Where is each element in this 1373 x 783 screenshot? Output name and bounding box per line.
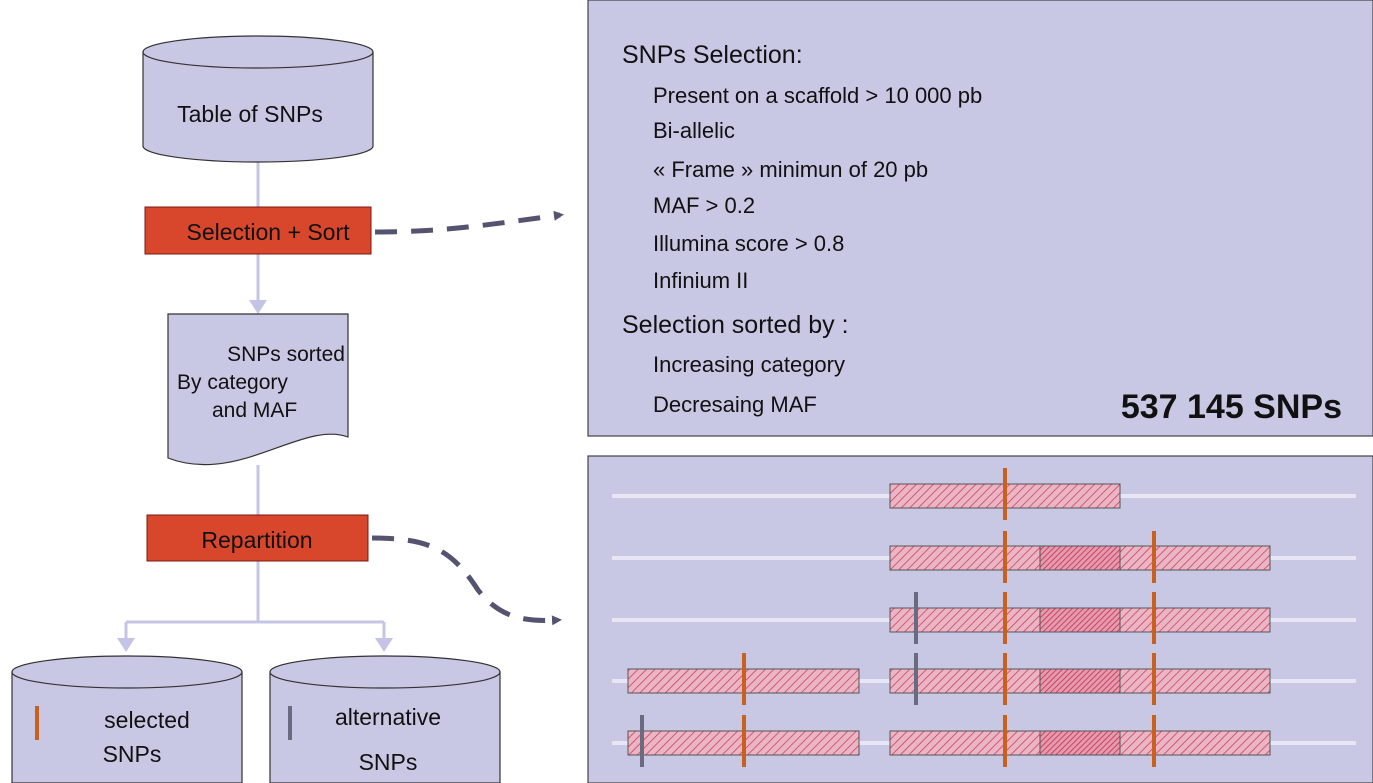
selected-db-line1: selected [104,707,190,733]
alternative-snp-marker [914,653,918,705]
criterion-item: « Frame » minimun of 20 pb [653,157,928,182]
table-of-snps-database: Table of SNPs [142,35,374,163]
alternative-marker-icon [288,706,292,740]
selected-snp-marker [1152,715,1156,767]
alternative-db-line1: alternative [335,704,441,730]
table-of-snps-label: Table of SNPs [177,101,323,127]
selection-sort-step: Selection + Sort [144,206,372,255]
frame-overlap [1039,668,1121,694]
criterion-item: Present on a scaffold > 10 000 pb [653,83,982,108]
frame-overlap [1039,607,1121,633]
alternative-snp-marker [640,715,644,767]
selected-snp-marker [742,715,746,767]
criterion-item: Illumina score > 0.8 [653,231,844,256]
repartition-label: Repartition [201,527,312,553]
sorted-doc-line3: and MAF [212,399,297,422]
criterion-item: Bi-allelic [653,118,735,143]
selected-snp-marker [1003,531,1007,583]
alternative-db-line2: SNPs [359,749,418,775]
flow-connectors [124,158,386,640]
selected-snp-marker [1003,715,1007,767]
sorted-snps-document: SNPs sorted By category and MAF [167,313,349,466]
selected-snp-marker [1003,468,1007,520]
sort-heading: Selection sorted by : [622,311,849,339]
repartition-panel [587,455,1373,783]
criteria-heading: SNPs Selection: [622,41,803,69]
alternative-snps-database: alternative SNPs [269,655,501,783]
frame-overlap [1039,545,1121,571]
selected-snp-marker [1003,592,1007,644]
selected-snp-marker [742,653,746,705]
selected-marker-icon [35,706,39,740]
dashed-arrow-repartition [371,535,562,626]
selected-snps-database: selected SNPs [11,655,243,783]
frame-overlap [1039,730,1121,756]
total-snps-count: 537 145 SNPs [1121,388,1342,426]
criterion-item: MAF > 0.2 [653,193,755,218]
repartition-step: Repartition [146,514,369,562]
criterion-item: Infinium II [653,268,748,293]
selected-snp-marker [1003,653,1007,705]
criteria-panel: SNPs Selection: Present on a scaffold > … [587,0,1373,437]
selected-snp-marker [1152,531,1156,583]
flow-arrowheads [117,300,393,652]
selected-db-line2: SNPs [103,741,162,767]
sort-key-item: Increasing category [653,352,845,377]
selected-snp-marker [1152,592,1156,644]
sorted-doc-line1: SNPs sorted [227,343,345,366]
alternative-snp-marker [914,592,918,644]
selection-sort-label: Selection + Sort [186,219,350,245]
sort-key-item: Decresaing MAF [653,392,817,417]
selected-snp-marker [1152,653,1156,705]
dashed-arrow-selection [374,210,564,235]
sorted-doc-line2: By category [177,371,288,394]
